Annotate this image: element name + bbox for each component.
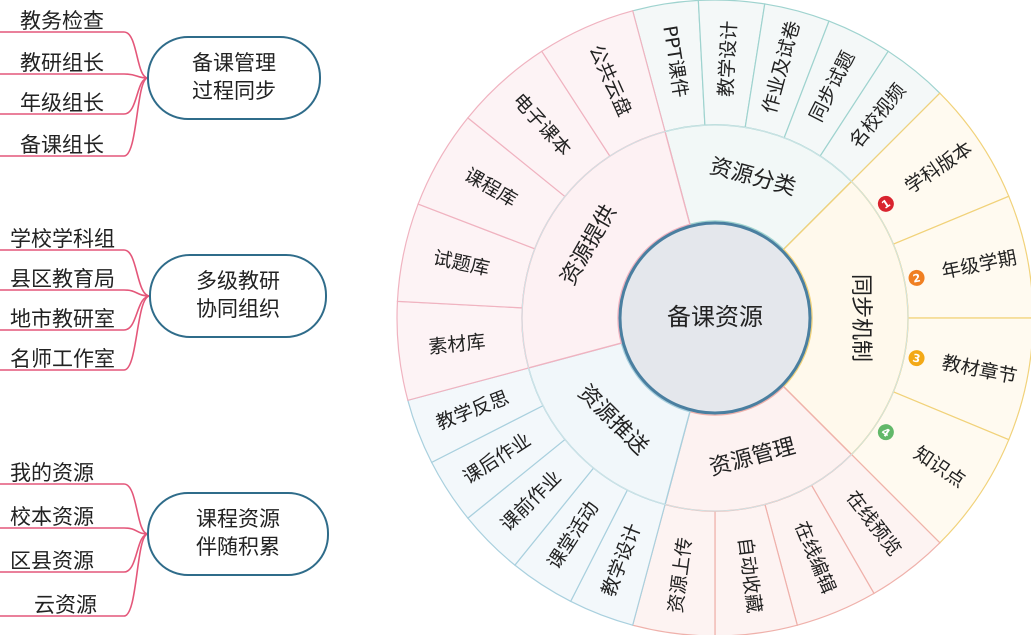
group-label-line: 备课管理: [192, 51, 276, 75]
number-badge-icon: [877, 424, 894, 441]
branch-item: 年级组长: [20, 91, 104, 115]
wheel-item: 教学设计: [715, 20, 741, 97]
group-label-line: 协同组织: [196, 297, 280, 321]
group-label-line: 多级教研: [196, 269, 280, 293]
branch-connector: [123, 533, 149, 573]
branch-connector: [123, 77, 149, 115]
branch-item: 教务检查: [20, 9, 104, 33]
branch-item: 我的资源: [10, 461, 94, 485]
number-badge-icon: [877, 195, 894, 212]
group-label-box: [147, 36, 321, 120]
number-badge-icon: [908, 269, 925, 286]
wheel-center-label: 备课资源: [667, 303, 763, 331]
wheel-center: [618, 221, 812, 415]
branch-item: 县区教育局: [10, 267, 115, 291]
group-label-box: [149, 254, 327, 338]
group-label-line: 课程资源: [196, 507, 280, 531]
group-label-box: [147, 492, 329, 576]
branch-item: 教研组长: [20, 51, 104, 75]
branch-connector: [123, 77, 149, 157]
branch-connector: [123, 533, 149, 617]
branch-connector: [123, 295, 151, 331]
wheel-item-label: 教学设计: [715, 20, 741, 97]
branch-item: 区县资源: [10, 549, 94, 573]
branch-connector: [123, 249, 151, 297]
branch-connector: [123, 295, 151, 371]
number-badge-text: 2: [912, 271, 922, 285]
branch-item: 地市教研室: [10, 307, 115, 331]
group-label-line: 过程同步: [192, 79, 276, 103]
branch-item: 备课组长: [20, 133, 104, 157]
number-badge-icon: [908, 350, 925, 367]
branch-item: 学校学科组: [10, 227, 115, 251]
branch-connector: [123, 289, 151, 297]
branch-connector: [123, 31, 149, 79]
wheel-category-label: 同步机制: [848, 274, 873, 362]
wheel-sector: 教学设计课堂活动课前作业课后作业教学反思资源推送: [407, 342, 691, 626]
group-label-line: 伴随积累: [196, 535, 280, 559]
branch-item: 校本资源: [10, 505, 94, 529]
branch-connector: [123, 483, 149, 535]
branch-item: 云资源: [34, 593, 97, 617]
wheel-sector: PPT课件教学设计作业及试卷同步试题名校视频资源分类: [631, 0, 941, 251]
wheel-ring: [521, 124, 909, 512]
branch-item: 名师工作室: [10, 347, 115, 371]
number-badge-text: 3: [911, 351, 921, 365]
